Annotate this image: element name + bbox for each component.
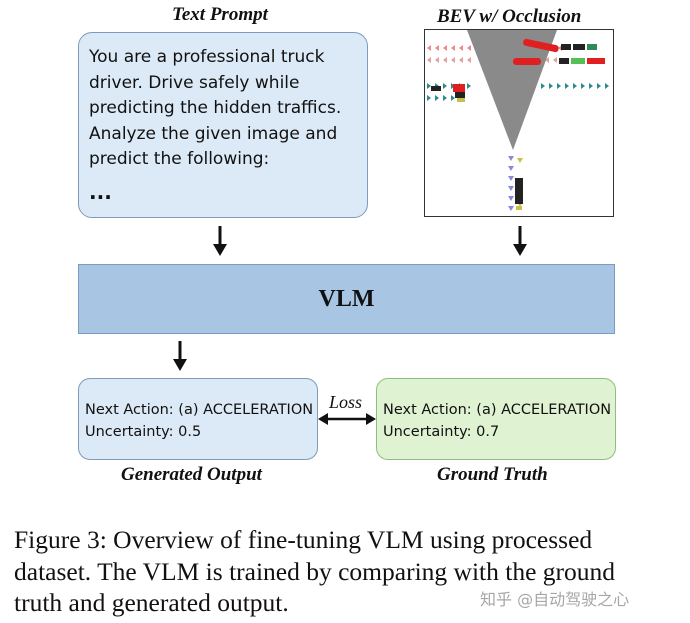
prompt-line: predicting the hidden traffics.	[89, 98, 342, 118]
bev-occlusion-image	[424, 29, 614, 217]
ground-truth-uncertainty: Uncertainty: 0.7	[383, 424, 500, 440]
bev-scene	[427, 30, 609, 211]
watermark: 知乎 @自动驾驶之心	[480, 590, 630, 609]
ground-truth-caption: Ground Truth	[437, 464, 548, 485]
prompt-line: You are a professional truck	[89, 47, 325, 67]
figure-caption: Figure 3: Overview of fine-tuning VLM us…	[14, 524, 676, 619]
text-prompt-box: You are a professional truck driver. Dri…	[78, 32, 368, 218]
prompt-ellipsis: ...	[89, 179, 112, 204]
loss-label: Loss	[329, 392, 363, 412]
generated-uncertainty: Uncertainty: 0.5	[85, 424, 202, 440]
bev-header: BEV w/ Occlusion	[437, 6, 582, 27]
caption-line: truth and generated output.	[14, 588, 289, 617]
generated-output-caption: Generated Output	[121, 464, 262, 485]
ground-truth-box: Next Action: (a) ACCELERATION Uncertaint…	[376, 378, 616, 460]
bev-to-vlm-arrow	[513, 226, 527, 256]
caption-line: dataset. The VLM is trained by comparing…	[14, 556, 616, 586]
generated-output-box: Next Action: (a) ACCELERATION Uncertaint…	[78, 378, 318, 460]
caption-line: Figure 3: Overview of fine-tuning VLM us…	[14, 525, 593, 554]
vlm-to-output-arrow	[173, 341, 187, 371]
prompt-line: driver. Drive safely while	[89, 72, 300, 93]
vehicles	[431, 38, 605, 210]
generated-next-action: Next Action: (a) ACCELERATION	[85, 402, 314, 418]
ground-truth-next-action: Next Action: (a) ACCELERATION	[383, 402, 612, 418]
loss-arrow	[318, 413, 376, 425]
vlm-label: VLM	[318, 285, 375, 312]
vlm-block: VLM	[78, 264, 615, 334]
prompt-line: predict the following:	[89, 149, 270, 169]
prompt-line: Analyze the given image and	[89, 123, 338, 144]
lane-arrows-second	[427, 57, 557, 63]
text-prompt-header: Text Prompt	[172, 4, 268, 25]
prompt-to-vlm-arrow	[213, 226, 227, 256]
lane-arrows-vertical	[508, 156, 514, 211]
